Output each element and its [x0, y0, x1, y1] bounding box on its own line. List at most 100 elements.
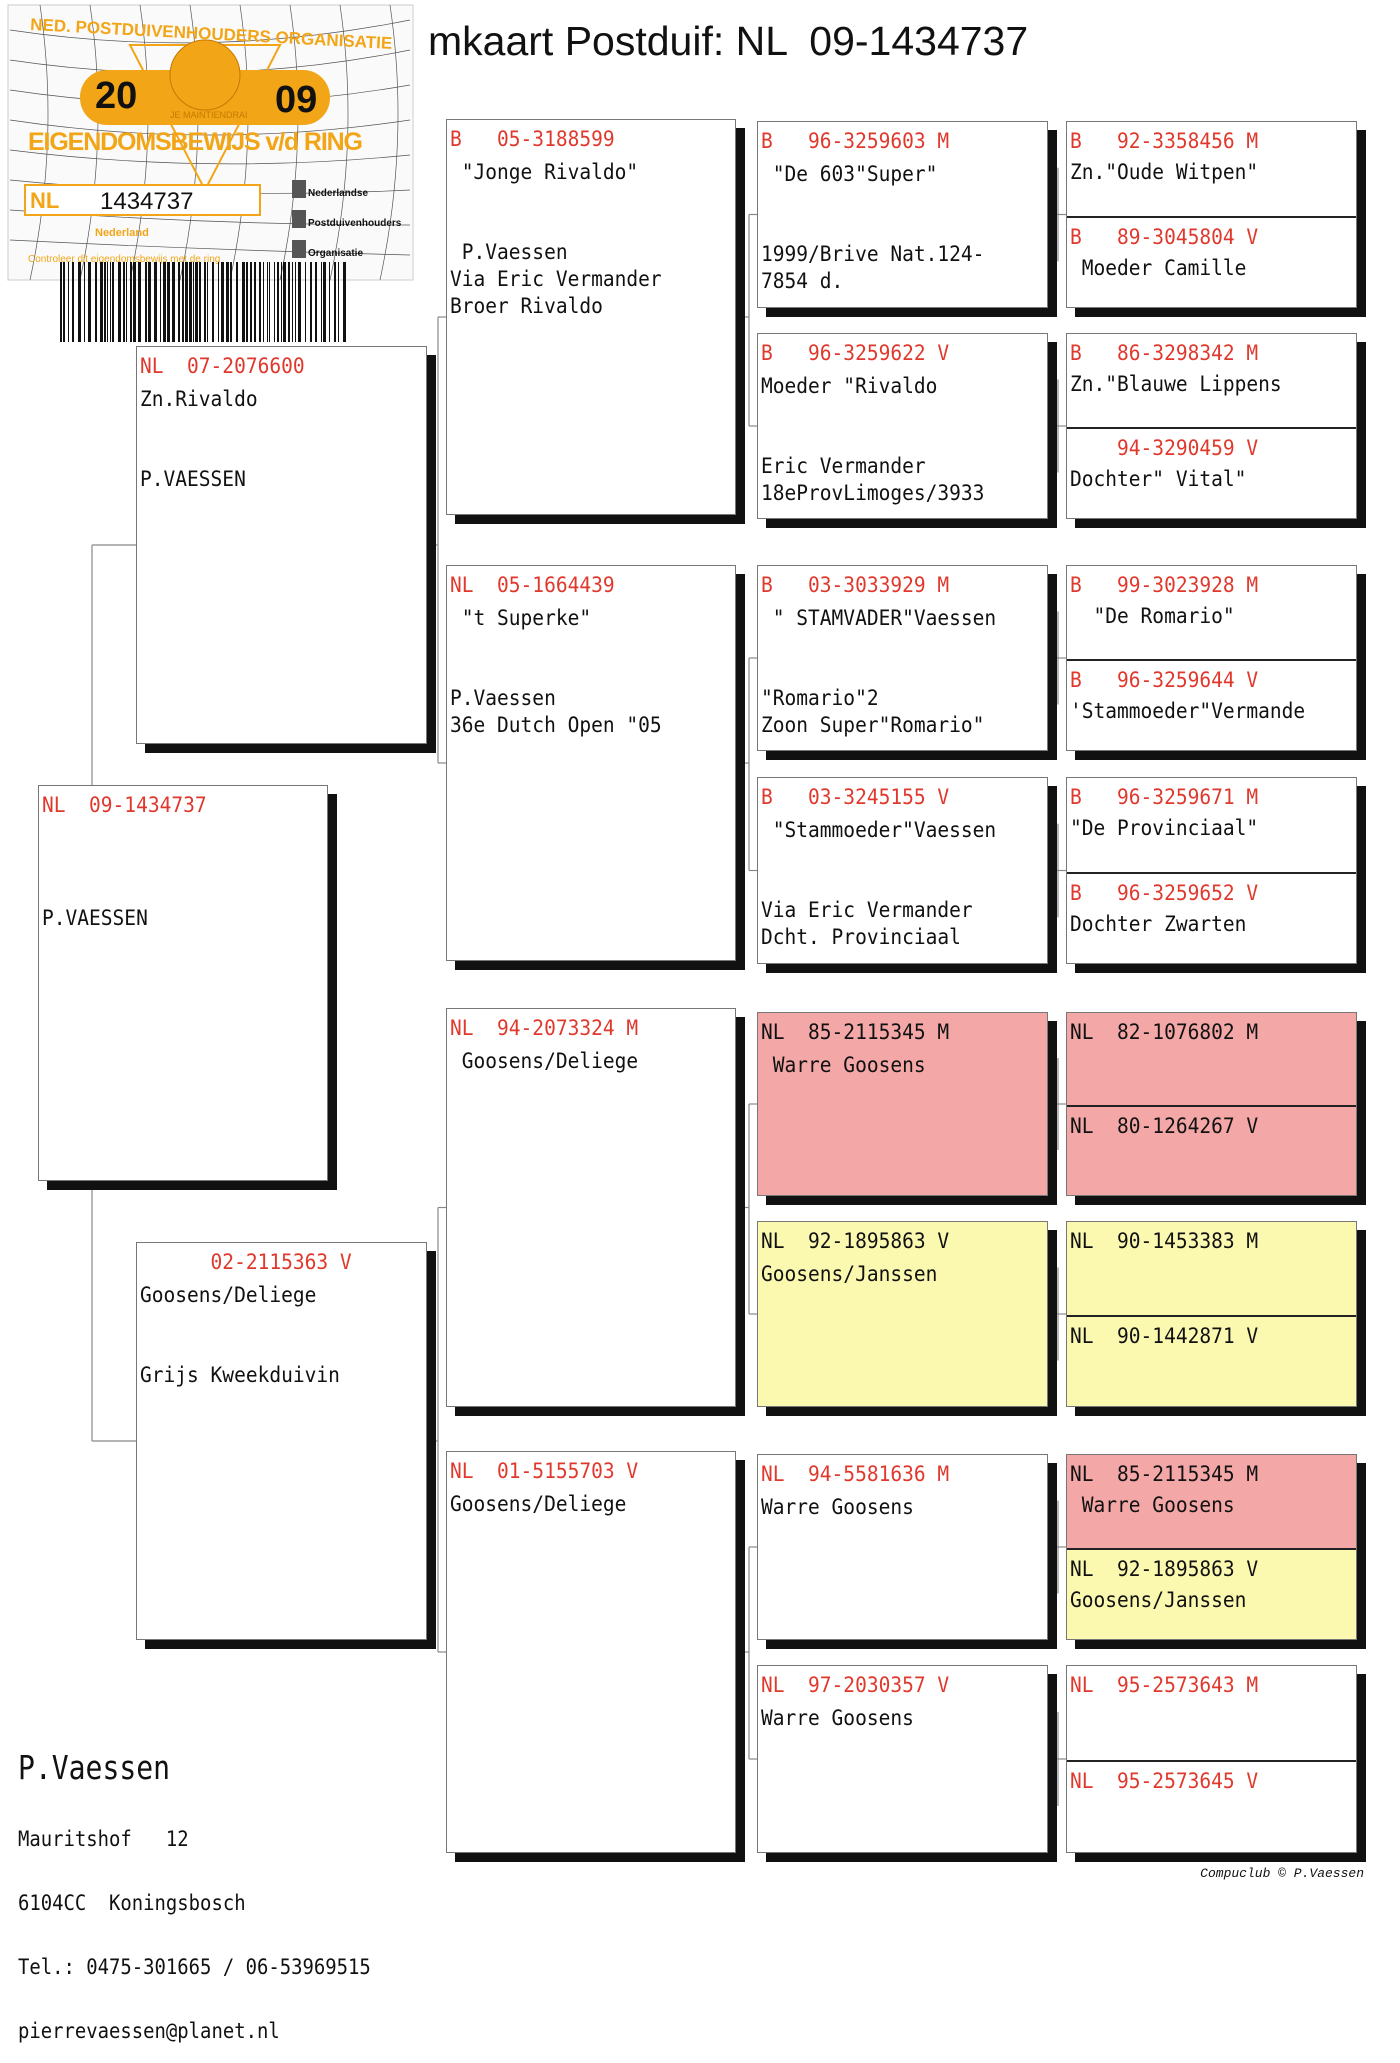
card-note: "De Romario"	[1070, 604, 1235, 628]
card-detail: "Romario"2	[761, 686, 879, 710]
barcode-bar	[321, 262, 322, 342]
card-note: Moeder Camille	[1070, 256, 1247, 280]
pedigree-card-gen5-sire[interactable]: NL 85-2115345 M Warre Goosens	[1067, 1455, 1356, 1548]
card-detail: P.VAESSEN	[42, 906, 148, 930]
barcode-bar	[263, 262, 264, 342]
barcode-bar	[246, 262, 248, 342]
owner-name: P.Vaessen	[18, 1748, 170, 1787]
barcode-bar	[68, 262, 69, 342]
barcode-bar	[185, 262, 188, 342]
ring-number-header: B 96-3259622 V	[761, 341, 950, 365]
card-note: Goosens/Deliege	[450, 1492, 627, 1516]
ring-number-header: NL 01-5155703 V	[450, 1459, 639, 1483]
pedigree-card-gen5-sire[interactable]: B 96-3259671 M"De Provinciaal"	[1067, 778, 1356, 872]
pedigree-card-gen3-4[interactable]: NL 01-5155703 V Goosens/Deliege	[446, 1451, 736, 1853]
ring-number-header: B 86-3298342 M	[1070, 341, 1259, 365]
ring-number-header: B 96-3259603 M	[761, 129, 950, 153]
barcode-bar	[123, 262, 125, 342]
year-right: 09	[275, 79, 317, 121]
barcode-bar	[84, 262, 85, 342]
owner-email[interactable]: pierrevaessen@planet.nl	[18, 2019, 280, 2043]
pedigree-card-gen5-sire[interactable]: B 99-3023928 M "De Romario"	[1067, 566, 1356, 659]
pedigree-card-gen5-dam[interactable]: NL 80-1264267 V	[1067, 1105, 1356, 1195]
barcode-bar	[130, 262, 132, 342]
card-note: Goosens/Janssen	[761, 1262, 938, 1286]
barcode-bar	[145, 262, 147, 342]
barcode-bar	[112, 262, 114, 342]
card-note: Zn."Blauwe Lippens	[1070, 372, 1282, 396]
barcode-bar	[334, 262, 336, 342]
card-detail: P.Vaessen	[450, 240, 568, 264]
ring-number-header: NL 85-2115345 M	[1070, 1462, 1259, 1486]
barcode-bar	[230, 262, 232, 342]
pedigree-card-gen4-3[interactable]: B 03-3033929 M " STAMVADER"Vaessen"Romar…	[757, 565, 1048, 751]
barcode-bar	[218, 262, 219, 342]
ring-number-header: NL 85-2115345 M	[761, 1020, 950, 1044]
pedigree-card-gen5-dam[interactable]: NL 95-2573645 V	[1067, 1760, 1356, 1852]
barcode-bar	[95, 262, 97, 342]
barcode-bar	[182, 262, 184, 342]
pedigree-card-gen5-dam[interactable]: B 96-3259644 V'Stammoeder"Vermande	[1067, 659, 1356, 750]
pedigree-card-gen5-dam[interactable]: B 89-3045804 V Moeder Camille	[1067, 216, 1356, 307]
barcode-bar	[154, 262, 157, 342]
pedigree-card-gen5-sire[interactable]: NL 90-1453383 M	[1067, 1222, 1356, 1315]
pedigree-card-gen3-3[interactable]: NL 94-2073324 M Goosens/Deliege	[446, 1008, 736, 1407]
barcode-bar	[338, 262, 339, 342]
card-note: Zn.Rivaldo	[140, 387, 258, 411]
barcode-bar	[288, 262, 290, 342]
barcode-bar	[274, 262, 275, 342]
card-detail: 36e Dutch Open "05	[450, 713, 662, 737]
barcode-bar	[259, 262, 261, 342]
ring-number-header: NL 07-2076600	[140, 354, 305, 378]
barcode-bar	[189, 262, 192, 342]
barcode-bar	[63, 262, 65, 342]
card-note: 'Stammoeder"Vermande	[1070, 699, 1306, 723]
barcode-bar	[104, 262, 106, 342]
card-detail: Zoon Super"Romario"	[761, 713, 985, 737]
owner-address-block: P.Vaessen Mauritshof 12 6104CC Koningsbo…	[18, 1710, 410, 2063]
barcode-bar	[212, 262, 214, 342]
card-detail: Dcht. Provinciaal	[761, 925, 961, 949]
barcode-bar	[204, 262, 206, 342]
card-detail: Via Eric Vermander	[761, 898, 973, 922]
card-detail: 1999/Brive Nat.124-	[761, 242, 985, 266]
pedigree-card-gen5-sire[interactable]: B 86-3298342 M Zn."Blauwe Lippens	[1067, 334, 1356, 427]
barcode-bar	[250, 262, 252, 342]
ring-number-header: B 05-3188599	[450, 127, 615, 151]
card-detail: Broer Rivaldo	[450, 294, 603, 318]
ring-number-header: B 96-3259671 M	[1070, 785, 1259, 809]
pedigree-card-gen5-sire[interactable]: NL 82-1076802 M	[1067, 1013, 1356, 1105]
barcode-bar	[277, 262, 279, 342]
pedigree-card-gen5-dam[interactable]: NL 90-1442871 V	[1067, 1315, 1356, 1406]
card-note: Warre Goosens	[761, 1495, 914, 1519]
barcode-bar	[242, 262, 245, 342]
ring-number-header: B 96-3259652 V	[1070, 881, 1259, 905]
ring-number-header: NL 82-1076802 M	[1070, 1020, 1259, 1044]
barcode-bar	[178, 262, 180, 342]
ring-country: NL	[30, 188, 59, 213]
pedigree-card-gen4-1[interactable]: B 96-3259603 M "De 603"Super"1999/Brive …	[757, 121, 1048, 308]
card-detail: Eric Vermander	[761, 454, 926, 478]
ring-number-header: NL 94-2073324 M	[450, 1016, 639, 1040]
barcode-bar	[283, 262, 286, 342]
barcode-bar	[199, 262, 201, 342]
ring-number-header: NL 90-1442871 V	[1070, 1324, 1259, 1348]
pedigree-card-gen4-5[interactable]: NL 85-2115345 M Warre Goosens	[757, 1012, 1048, 1196]
card-note: "t Superke"	[450, 606, 592, 630]
pedigree-card-gen5-sire[interactable]: NL 95-2573643 M	[1067, 1666, 1356, 1760]
